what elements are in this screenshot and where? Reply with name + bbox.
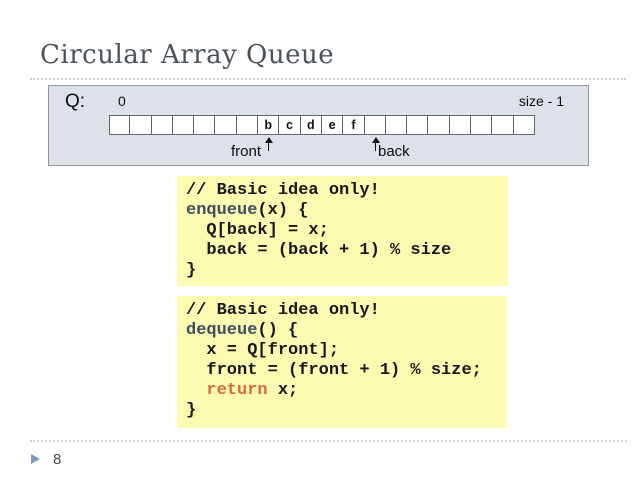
signature-rest: (x) { — [257, 201, 309, 220]
queue-cell — [471, 115, 493, 135]
queue-cell: e — [321, 115, 344, 135]
page-number: 8 — [53, 451, 62, 468]
queue-cell — [215, 115, 237, 135]
return-rest: x; — [267, 381, 299, 400]
code-return-line: return x; — [186, 381, 498, 401]
queue-cell: c — [279, 115, 301, 135]
code-line: front = (front + 1) % size; — [186, 361, 482, 380]
queue-label: Q: — [65, 91, 86, 112]
queue-cell — [407, 115, 429, 135]
queue-cell — [492, 115, 514, 135]
queue-cell — [385, 115, 408, 135]
queue-cell — [428, 115, 450, 135]
return-indent — [186, 381, 206, 400]
front-pointer-label: front — [230, 143, 261, 160]
footer-divider — [30, 440, 627, 442]
queue-cell: f — [343, 115, 365, 135]
code-line: x = Q[front]; — [186, 341, 340, 360]
queue-cell-front: b — [258, 115, 280, 135]
queue-cell — [172, 115, 195, 135]
enqueue-keyword: enqueue — [186, 201, 258, 220]
queue-cell — [109, 115, 131, 135]
queue-cell — [236, 115, 259, 135]
title-divider — [30, 78, 626, 80]
queue-end-index: size - 1 — [518, 93, 564, 109]
dequeue-keyword: dequeue — [186, 321, 258, 340]
code-line: Q[back] = x; — [186, 221, 329, 240]
queue-cell — [130, 115, 152, 135]
queue-cell-back — [364, 115, 386, 135]
back-pointer-label: back — [378, 143, 410, 160]
code-line: back = (back + 1) % size — [186, 241, 452, 260]
code-closing-brace: } — [186, 261, 197, 280]
queue-cell — [513, 115, 535, 135]
queue-cell — [194, 115, 216, 135]
queue-cells: b c d e f — [109, 115, 535, 135]
code-comment: // Basic idea only! — [186, 181, 380, 200]
front-arrow-icon — [264, 137, 273, 151]
slide-bullet-triangle-icon — [31, 454, 40, 464]
dequeue-code-block: // Basic idea only! dequeue() { x = Q[fr… — [177, 296, 507, 428]
back-arrow-icon — [371, 137, 380, 151]
code-closing-brace: } — [186, 401, 197, 420]
queue-diagram: Q: 0 size - 1 b c d e f — [48, 85, 589, 166]
return-keyword: return — [206, 381, 268, 400]
queue-start-index: 0 — [118, 93, 126, 109]
queue-cell — [151, 115, 173, 135]
queue-cell: d — [300, 115, 322, 135]
slide-title: Circular Array Queue — [40, 40, 335, 70]
code-signature: dequeue() { — [186, 321, 498, 341]
enqueue-code-block: // Basic idea only! enqueue(x) { Q[back]… — [177, 176, 508, 286]
code-comment: // Basic idea only! — [186, 301, 380, 320]
code-signature: enqueue(x) { — [186, 201, 499, 221]
signature-rest: () { — [257, 321, 299, 340]
queue-cell — [449, 115, 472, 135]
